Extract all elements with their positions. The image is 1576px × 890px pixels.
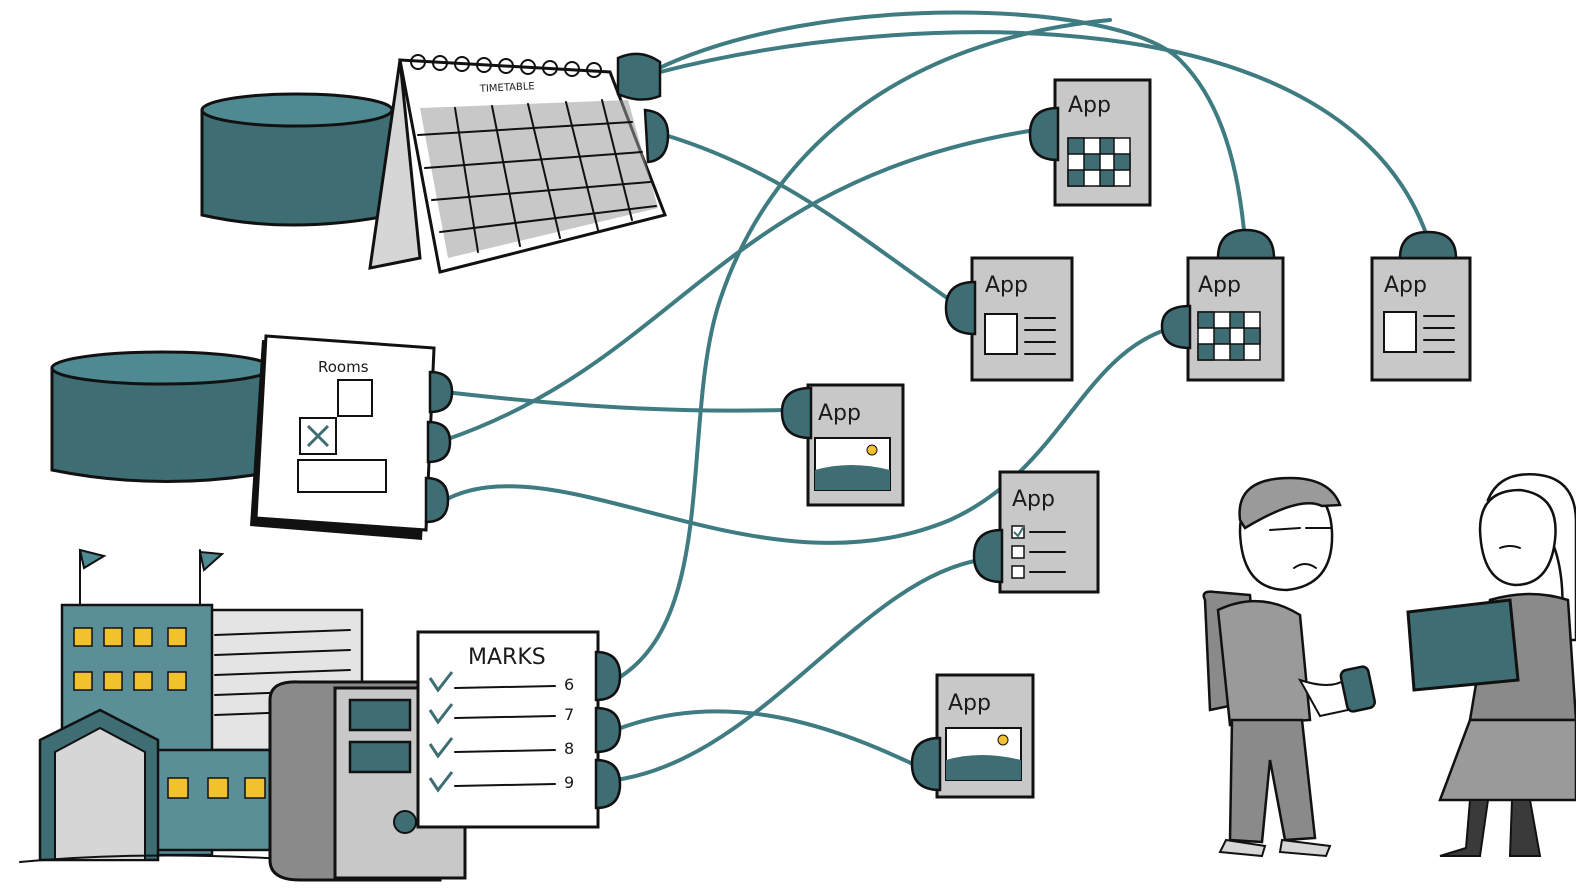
- rooms-connectors: [424, 370, 454, 524]
- app-label: App: [1198, 273, 1241, 298]
- text-screen-icon: [984, 313, 1056, 355]
- app-card-7: App: [910, 673, 1035, 799]
- wire-rooms-to-app-3: [443, 328, 1167, 545]
- grid-screen-icon: [1197, 311, 1261, 361]
- connector-plug-icon: [424, 476, 450, 524]
- school-source: MARKS 6 7 8 9: [19, 548, 622, 882]
- connector-plug-icon: [1216, 228, 1276, 260]
- calendar-icon: TIMETABLE: [368, 54, 668, 274]
- checklist-screen-icon: [1011, 525, 1066, 579]
- app-label: App: [1012, 487, 1055, 512]
- marks-value: 7: [564, 705, 574, 724]
- image-screen-icon: [945, 727, 1022, 781]
- connector-plug-icon: [944, 280, 977, 336]
- wire-rooms-to-app-5: [443, 390, 787, 413]
- wire-marks-to-crossover: [613, 18, 1112, 682]
- app-card-6: App: [972, 470, 1100, 594]
- database-cylinder-icon: [50, 350, 274, 484]
- connector-plug-icon: [594, 650, 622, 702]
- wire-marks-to-app-7: [613, 709, 917, 767]
- app-card-1: App: [1028, 78, 1152, 207]
- marks-connectors: [594, 650, 622, 810]
- timetable-connectors: [616, 52, 670, 164]
- checkmark-icon: [428, 737, 454, 759]
- calendar-title: TIMETABLE: [479, 81, 535, 95]
- app-label: App: [948, 691, 991, 716]
- connector-plug-icon: [1028, 106, 1060, 162]
- timetable-source: TIMETABLE: [200, 52, 670, 274]
- image-screen-icon: [814, 437, 891, 491]
- cross-mark-icon: [306, 424, 330, 448]
- connector-plug-icon: [780, 386, 813, 440]
- connector-plug-icon: [972, 528, 1004, 584]
- teacher-with-tablet-icon: [1406, 473, 1576, 857]
- app-card-4: App: [1370, 230, 1472, 382]
- connector-plug-icon: [594, 706, 622, 754]
- wire-timetable-to-app-4: [658, 30, 1432, 247]
- connector-plug-icon: [616, 52, 662, 101]
- school-building-icon: [19, 548, 364, 863]
- connector-plug-icon: [426, 420, 452, 464]
- app-label: App: [818, 401, 861, 426]
- connector-plug-icon: [910, 736, 942, 792]
- grid-screen-icon: [1067, 137, 1131, 187]
- wire-timetable-to-app-3: [653, 10, 1247, 242]
- calendar-grid: [417, 99, 658, 258]
- app-label: App: [985, 273, 1028, 298]
- room-plan-title: Rooms: [318, 358, 369, 376]
- marks-rows: 6 7 8 9: [428, 671, 574, 793]
- room-box: [297, 459, 387, 493]
- student-with-phone-icon: [1202, 476, 1376, 858]
- app-card-3: App: [1160, 228, 1285, 382]
- marks-title: MARKS: [468, 645, 546, 670]
- marks-value: 6: [564, 675, 574, 694]
- connector-plug-icon: [428, 370, 454, 414]
- calendar-rings: [410, 54, 602, 78]
- database-cylinder-icon: [200, 92, 394, 227]
- connector-plug-icon: [1398, 230, 1458, 260]
- connector-plug-icon: [643, 108, 670, 164]
- room-plan-icon: Rooms: [250, 334, 436, 540]
- marks-value: 8: [564, 739, 574, 758]
- checkmark-icon: [428, 771, 454, 793]
- connection-wires: [443, 10, 1432, 782]
- checklist-icon: MARKS 6 7 8 9: [416, 630, 600, 829]
- marks-value: 9: [564, 773, 574, 792]
- wire-marks-to-app-6: [613, 558, 982, 782]
- app-label: App: [1068, 93, 1111, 118]
- connector-plug-icon: [594, 758, 622, 810]
- rooms-source: Rooms: [50, 334, 454, 540]
- app-card-2: App: [944, 256, 1074, 382]
- text-screen-icon: [1383, 311, 1455, 353]
- checkmark-icon: [428, 703, 454, 725]
- app-card-5: App: [780, 383, 905, 507]
- connector-plug-icon: [1160, 304, 1192, 350]
- checkmark-icon: [428, 671, 454, 693]
- room-box: [337, 379, 373, 417]
- app-label: App: [1384, 273, 1427, 298]
